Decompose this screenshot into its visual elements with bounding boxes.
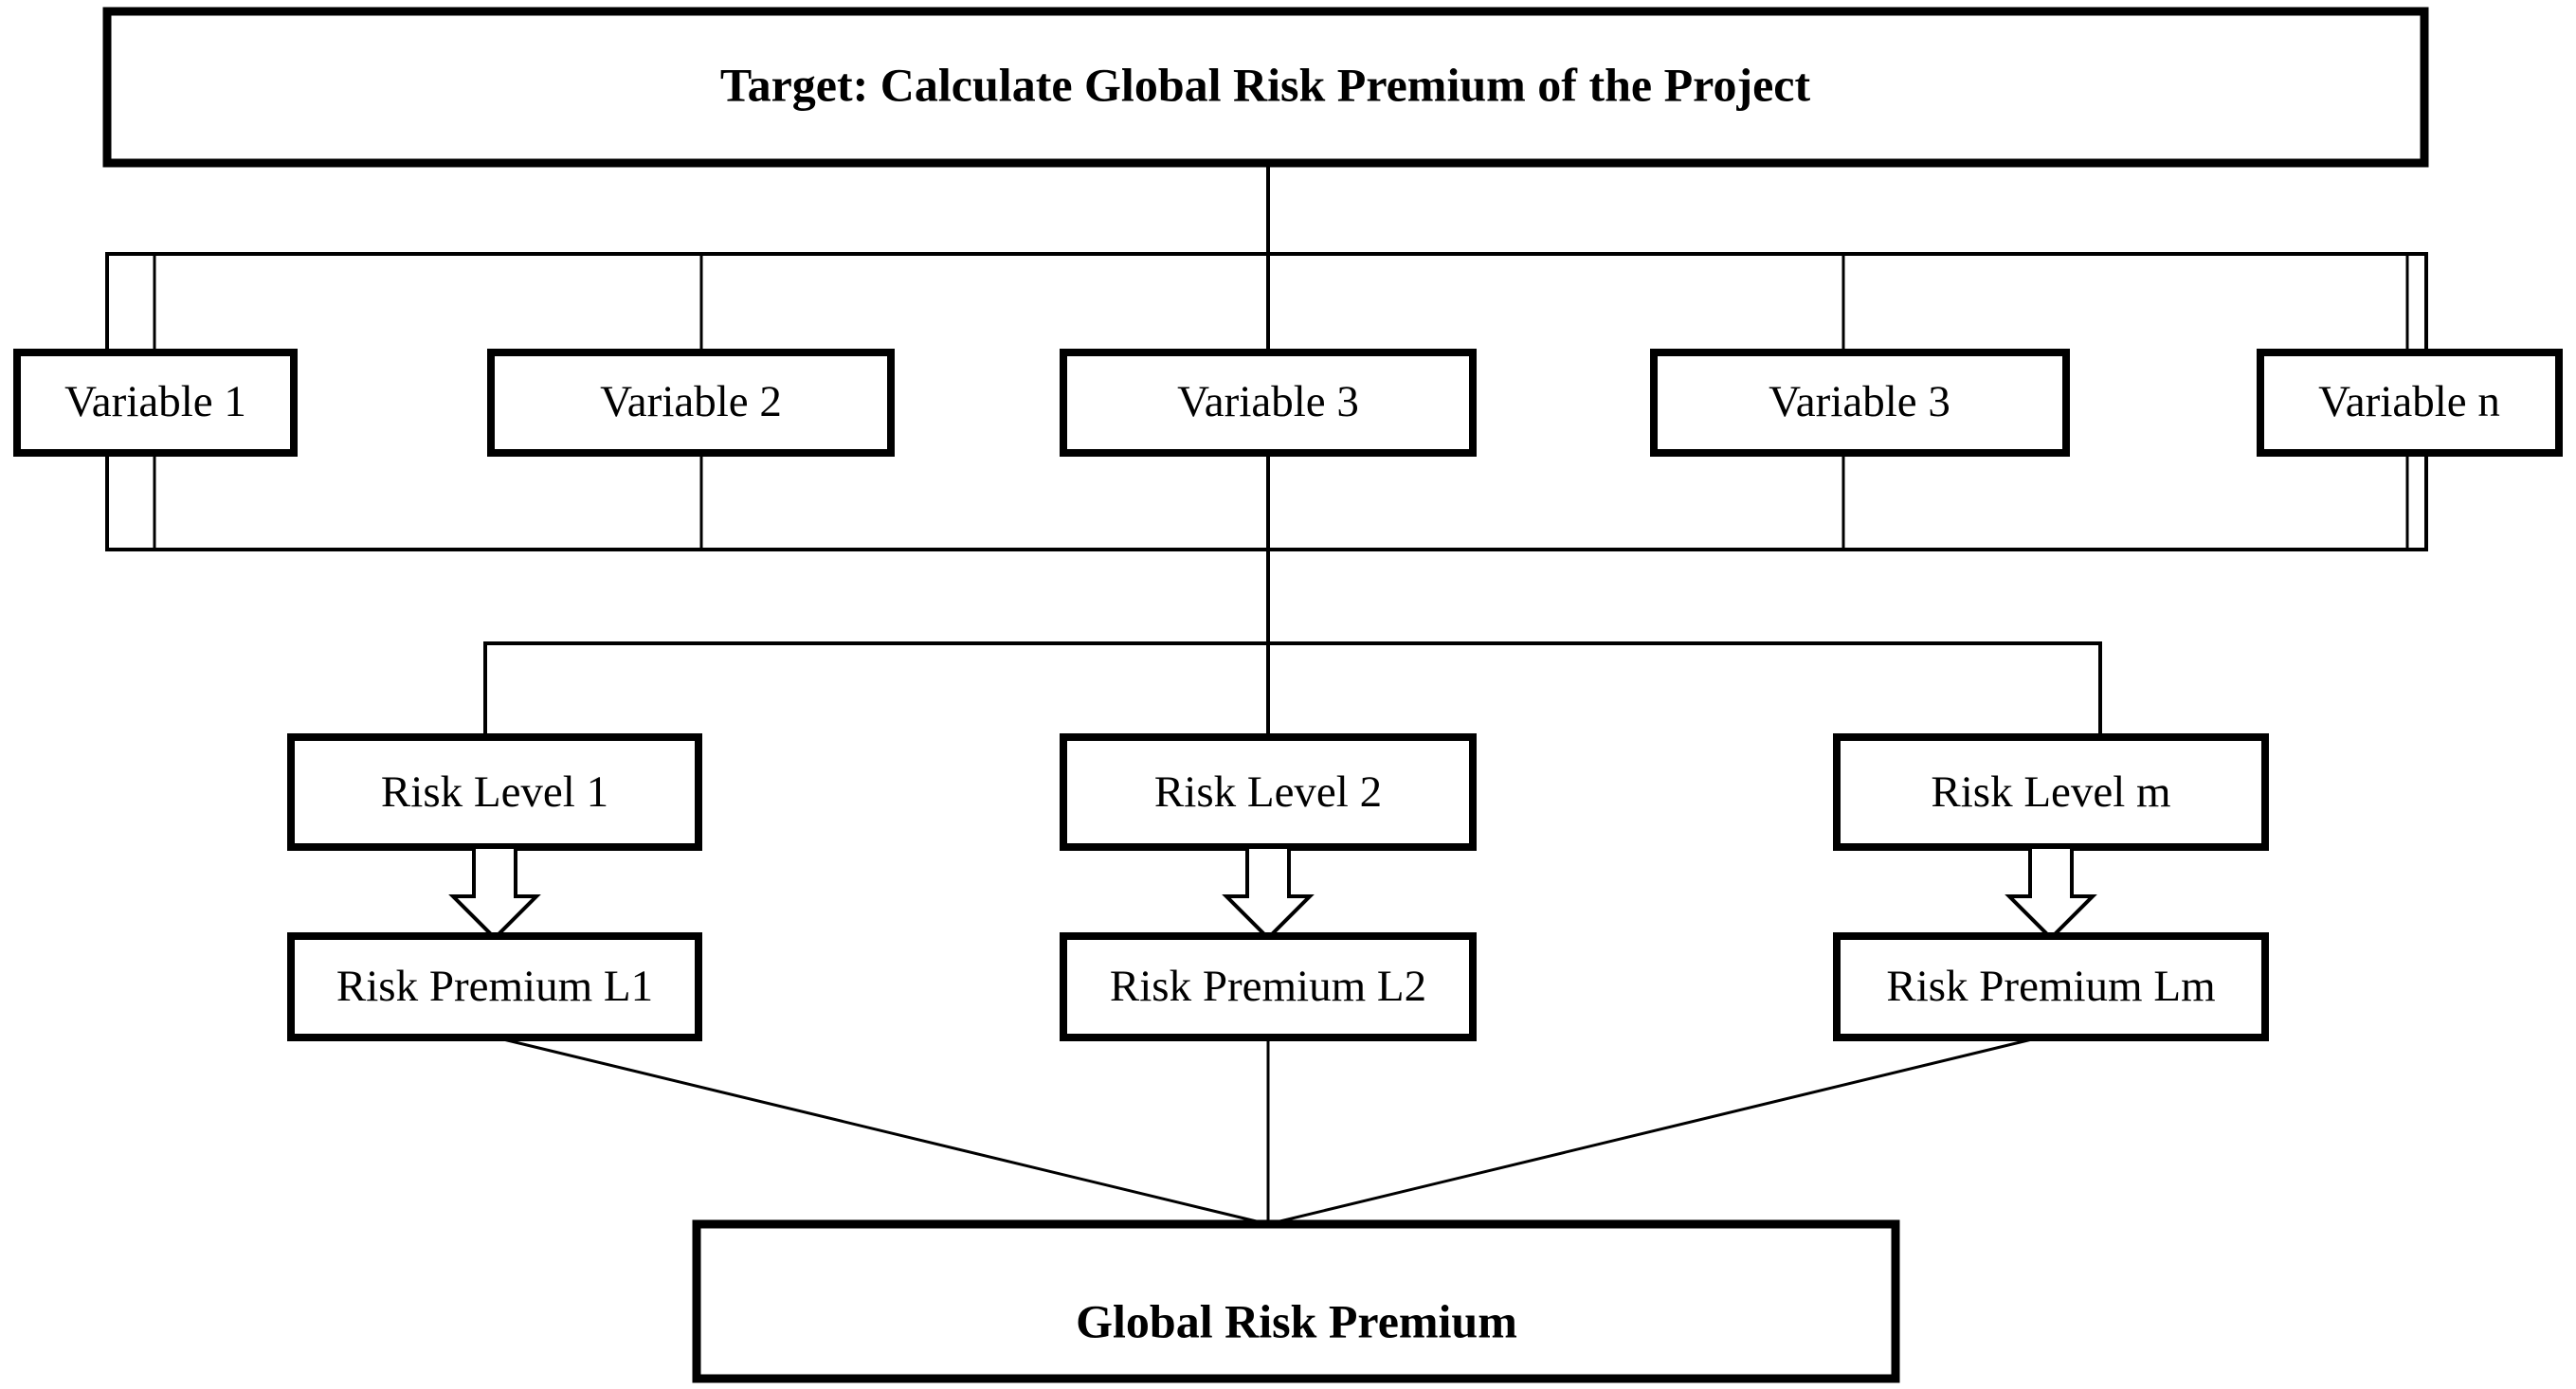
variable-label-4: Variable 3 <box>1769 377 1950 426</box>
variable-node-1[interactable]: Variable 1 <box>13 349 298 457</box>
global-risk-premium-node[interactable]: Global Risk Premium <box>692 1219 1900 1383</box>
converge-line-left <box>499 1037 1269 1226</box>
risk-level-box-m <box>1833 733 2269 851</box>
variable-node-4[interactable]: Variable 3 <box>1650 349 2070 457</box>
risk-premium-label-lm: Risk Premium Lm <box>1886 962 2215 1011</box>
global-risk-premium-label: Global Risk Premium <box>1076 1294 1517 1347</box>
variable-node-3[interactable]: Variable 3 <box>1060 349 1477 457</box>
target-node[interactable]: Target: Calculate Global Risk Premium of… <box>102 7 2429 168</box>
variable-node-n[interactable]: Variable n <box>2257 349 2563 457</box>
risk-level-node-2[interactable]: Risk Level 2 <box>1060 733 1477 851</box>
block-arrow-down-3 <box>2005 845 2097 941</box>
target-label: Target: Calculate Global Risk Premium of… <box>720 58 1811 111</box>
global-risk-premium-box <box>692 1219 1900 1383</box>
risk-premium-node-lm[interactable]: Risk Premium Lm <box>1833 932 2269 1041</box>
risk-premium-label-l2: Risk Premium L2 <box>1110 962 1426 1011</box>
variable-label-n: Variable n <box>2318 377 2500 426</box>
risk-level-label-2: Risk Level 2 <box>1154 767 1382 817</box>
block-arrow-down-1 <box>448 845 541 941</box>
variable-box-2 <box>487 349 895 457</box>
variable-label-3: Variable 3 <box>1177 377 1359 426</box>
variable-bus-stubs <box>153 254 2409 550</box>
risk-level-bracket <box>483 641 2102 739</box>
risk-premium-box-lm <box>1833 932 2269 1041</box>
variable-box-n <box>2257 349 2563 457</box>
variable-node-2[interactable]: Variable 2 <box>487 349 895 457</box>
risk-level-node-m[interactable]: Risk Level m <box>1833 733 2269 851</box>
risk-premium-box-l1 <box>287 932 702 1041</box>
risk-premium-box-l2 <box>1060 932 1477 1041</box>
variable-label-2: Variable 2 <box>600 377 782 426</box>
block-arrow-down-2 <box>1222 845 1315 941</box>
risk-premium-node-l1[interactable]: Risk Premium L1 <box>287 932 702 1041</box>
variable-label-1: Variable 1 <box>64 377 246 426</box>
variable-box-4 <box>1650 349 2070 457</box>
risk-level-label-m: Risk Level m <box>1931 767 2170 817</box>
converge-line-right <box>1267 1037 2037 1226</box>
risk-premium-node-l2[interactable]: Risk Premium L2 <box>1060 932 1477 1041</box>
variable-box-1 <box>13 349 298 457</box>
variable-box-3 <box>1060 349 1477 457</box>
risk-level-label-1: Risk Level 1 <box>381 767 608 817</box>
target-box <box>102 7 2429 168</box>
risk-premium-label-l1: Risk Premium L1 <box>336 962 653 1011</box>
risk-level-box-2 <box>1060 733 1477 851</box>
risk-level-node-1[interactable]: Risk Level 1 <box>287 733 702 851</box>
